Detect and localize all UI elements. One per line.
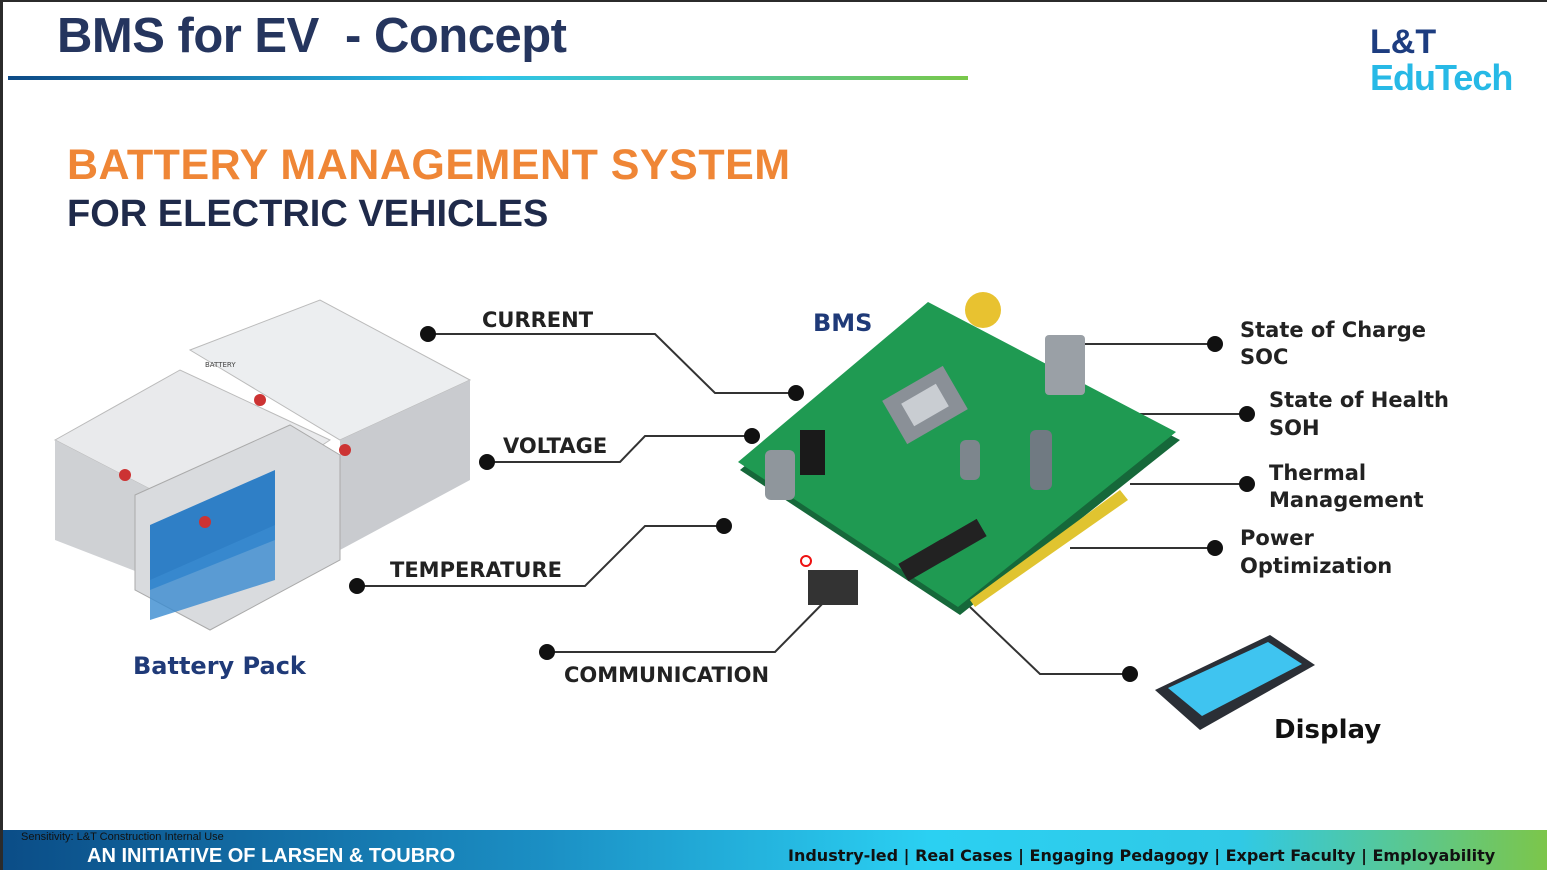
- logo-line1: L&T: [1370, 23, 1437, 61]
- output-soh-line1: State of Health: [1269, 388, 1449, 412]
- slide-title: BMS for EV - Concept: [57, 9, 567, 63]
- output-soc-line2: SOC: [1240, 345, 1288, 369]
- logo-line2: EduTech: [1370, 57, 1513, 98]
- output-thermal-line1: Thermal: [1269, 461, 1366, 485]
- output-power-line1: Power: [1240, 526, 1314, 550]
- sensitivity-label: Sensitivity: L&T Construction Internal U…: [21, 831, 224, 843]
- output-thermal-line2: Management: [1269, 488, 1424, 512]
- bms-diagram: BATTERY Battery Pack CURRENT VOLTAGE TEM…: [53, 292, 1449, 745]
- connector-dots: [349, 326, 1255, 682]
- footer-initiative: AN INITIATIVE OF LARSEN & TOUBRO: [87, 845, 456, 867]
- battery-pack-label: Battery Pack: [133, 652, 307, 680]
- lt-edutech-logo: L&T EduTech: [1370, 23, 1513, 98]
- input-voltage: VOLTAGE: [503, 434, 607, 458]
- input-temperature: TEMPERATURE: [390, 558, 562, 582]
- footer-bar: Sensitivity: L&T Construction Internal U…: [3, 830, 1547, 870]
- bms-circuit-board-image: [738, 292, 1180, 615]
- battery-cell-text: BATTERY: [205, 361, 236, 369]
- output-soh-line2: SOH: [1269, 416, 1320, 440]
- display-label: Display: [1274, 715, 1381, 745]
- title-underline: [8, 76, 968, 80]
- footer-tagline: Industry-led | Real Cases | Engaging Ped…: [788, 846, 1496, 865]
- output-power-line2: Optimization: [1240, 554, 1392, 578]
- subheading: FOR ELECTRIC VEHICLES: [67, 193, 549, 235]
- bms-label: BMS: [813, 309, 872, 337]
- connector-lines: [357, 333, 1247, 675]
- window-border-top: [0, 0, 1547, 2]
- input-communication: COMMUNICATION: [564, 663, 769, 687]
- output-soc-line1: State of Charge: [1240, 318, 1426, 342]
- battery-pack-image: BATTERY: [53, 299, 472, 631]
- window-border: [0, 0, 3, 870]
- input-current: CURRENT: [482, 308, 594, 332]
- display-tablet-image: [1155, 635, 1315, 730]
- heading: BATTERY MANAGEMENT SYSTEM: [67, 141, 791, 189]
